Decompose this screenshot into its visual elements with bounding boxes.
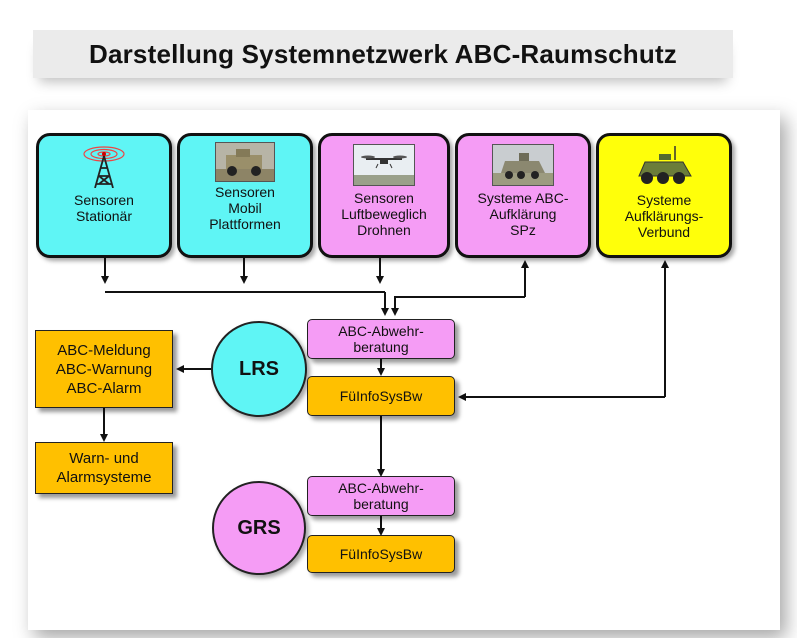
recon-vehicle-photo <box>492 144 554 186</box>
box-label-line: ABC-Abwehr- <box>338 323 424 339</box>
grs-abwehrberatung-box: ABC-Abwehr- beratung <box>307 476 455 516</box>
radio-tower-icon <box>73 144 135 189</box>
recon-vehicle-icon <box>631 144 697 188</box>
box-label: FüInfoSysBw <box>339 546 423 562</box>
source-label-line: Sensoren <box>354 190 414 206</box>
box-label-line: ABC-Meldung <box>57 341 151 359</box>
grs-circle: GRS <box>212 481 306 575</box>
box-label-line: ABC-Abwehr- <box>338 480 424 496</box>
source-sensoren-drohnen: Sensoren Luftbeweglich Drohnen <box>318 133 450 258</box>
source-label-line: Verbund <box>637 224 691 240</box>
box-label-line: beratung <box>353 339 409 355</box>
box-label-line: ABC-Warnung <box>55 360 153 378</box>
box-label-line: Warn- und <box>69 450 139 467</box>
source-label-line: Luftbeweglich <box>341 206 427 222</box>
grs-fuelinfosysbw-box: FüInfoSysBw <box>307 535 455 573</box>
source-sensoren-mobil: Sensoren Mobil Plattformen <box>177 133 313 258</box>
grs-label: GRS <box>237 516 281 539</box>
box-label-line: Alarmsysteme <box>56 469 152 486</box>
source-label-line: Aufklärungs- <box>624 208 704 224</box>
source-label-line: Mobil <box>228 200 262 216</box>
source-label-line: Sensoren <box>215 184 275 200</box>
drone-photo <box>353 144 415 186</box>
source-systeme-verbund: Systeme Aufklärungs- Verbund <box>596 133 732 258</box>
box-label-line: beratung <box>353 496 409 512</box>
lrs-circle: LRS <box>211 321 307 417</box>
box-label-line: ABC-Alarm <box>66 379 142 397</box>
source-systeme-spz: Systeme ABC- Aufklärung SPz <box>455 133 591 258</box>
box-label: FüInfoSysBw <box>339 388 423 404</box>
spz-loop <box>391 296 525 316</box>
source-sensoren-stationaer: Sensoren Stationär <box>36 133 172 258</box>
source-label-line: Drohnen <box>357 222 411 238</box>
source-label-line: Sensoren <box>74 192 134 208</box>
source-label-line: Systeme <box>636 192 692 208</box>
lrs-abwehrberatung-box: ABC-Abwehr- beratung <box>307 319 455 359</box>
page-title: Darstellung Systemnetzwerk ABC-Raumschut… <box>88 38 678 69</box>
source-label-line: Plattformen <box>209 216 281 232</box>
source-label-line: Systeme ABC- <box>477 190 569 206</box>
source-label-line: Aufklärung <box>489 206 557 222</box>
lrs-fuelinfosysbw-box: FüInfoSysBw <box>307 376 455 416</box>
armored-vehicle-photo <box>215 142 275 182</box>
abc-meldung-box: ABC-Meldung ABC-Warnung ABC-Alarm <box>35 330 173 408</box>
warn-alarmsysteme-box: Warn- und Alarmsysteme <box>35 442 173 494</box>
source-label-line: Stationär <box>75 208 133 224</box>
source-label-line: SPz <box>510 222 536 238</box>
title-bar: Darstellung Systemnetzwerk ABC-Raumschut… <box>33 30 733 78</box>
lrs-label: LRS <box>239 357 279 380</box>
